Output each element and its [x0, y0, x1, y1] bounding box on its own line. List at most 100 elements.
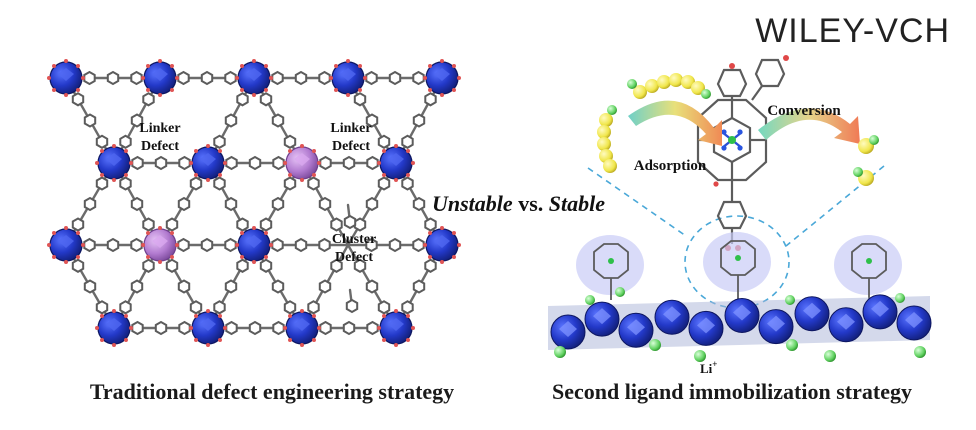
zr-cluster: [377, 309, 415, 347]
linker-ring: [401, 134, 414, 149]
linker-ring: [224, 113, 238, 128]
linker-ring: [83, 237, 96, 253]
linker-ring: [130, 113, 144, 128]
lithium-ion-label: Li+: [700, 359, 717, 376]
linker-ring: [83, 113, 97, 128]
linker-ring: [131, 320, 144, 336]
zr-cluster: [235, 59, 273, 97]
linker-ring: [412, 113, 426, 128]
linker-ring: [412, 70, 425, 86]
linker-ring: [283, 300, 297, 315]
zr-cluster: [377, 144, 415, 182]
zr-cluster: [423, 226, 461, 264]
zr-cluster: [47, 226, 85, 264]
linker-ring: [272, 320, 285, 336]
zr-cluster: [47, 59, 85, 97]
conversion-arrow: [758, 108, 860, 144]
linker-ring: [165, 217, 179, 232]
porphyrin-ligand: [696, 55, 789, 251]
linker-ring: [154, 155, 168, 171]
linker-ring: [224, 196, 238, 212]
linker-defect-label-1b: Defect: [141, 139, 179, 154]
linker-ring: [119, 176, 132, 191]
linker-ring: [225, 320, 238, 336]
polysulfide-chain-vertical: [597, 105, 617, 173]
linker-ring: [178, 155, 191, 171]
zr-cluster: [95, 144, 133, 182]
linker-ring: [224, 237, 237, 253]
zr-cluster: [423, 59, 461, 97]
linker-ring: [224, 279, 238, 294]
linker-ring: [353, 92, 367, 107]
short-sulfide-products: [853, 135, 879, 186]
publisher-logo: WILEY-VCH: [755, 12, 950, 51]
linker-ring: [330, 217, 343, 232]
linker-ring: [142, 217, 155, 232]
linker-ring: [318, 237, 331, 253]
linker-ring: [366, 155, 379, 171]
right-caption: Second ligand immobilization strategy: [552, 379, 912, 404]
linker-ring: [283, 176, 297, 191]
linker-ring: [388, 70, 402, 86]
linker-ring: [213, 134, 226, 149]
zr-cluster: [141, 59, 179, 97]
lithium-symbol: Li: [700, 361, 713, 376]
defect-cluster: [283, 144, 321, 182]
linker-ring: [283, 134, 297, 149]
linker-ring: [106, 70, 120, 86]
linker-ring: [177, 279, 191, 294]
linker-ring: [365, 70, 378, 86]
linker-ring: [365, 279, 379, 294]
linker-ring: [365, 113, 379, 128]
linker-bonds: [64, 76, 444, 330]
linker-ring: [401, 176, 414, 191]
linker-ring: [365, 237, 378, 253]
zr-cluster: [283, 309, 321, 347]
linker-ring: [424, 217, 437, 232]
linker-ring: [318, 196, 332, 212]
linker-ring: [224, 70, 237, 86]
linker-ring: [236, 258, 249, 273]
linker-ring: [307, 176, 320, 191]
linker-ring: [236, 217, 249, 232]
linker-ring: [294, 237, 308, 253]
linker-ring: [225, 155, 238, 171]
linker-ring: [213, 176, 226, 191]
linker-ring: [365, 196, 379, 212]
linker-ring: [130, 196, 144, 212]
immobilized-ligand-3: [834, 235, 902, 300]
linker-ring: [319, 320, 332, 336]
linker-ring: [83, 196, 97, 212]
linker-ring: [119, 134, 132, 149]
linker-ring: [95, 176, 109, 191]
linker-ring: [71, 258, 85, 273]
lithium-charge: +: [712, 359, 717, 369]
cluster-defect-label: Cluster: [332, 232, 376, 247]
linker-ring: [130, 237, 143, 253]
linker-ring: [318, 70, 331, 86]
linker-ring: [424, 258, 437, 273]
linker-ring: [119, 300, 132, 315]
linker-ring: [236, 92, 249, 107]
linker-nodes: [71, 70, 437, 336]
linker-ring: [259, 217, 273, 232]
unstable-text: Unstable: [432, 191, 513, 216]
linker-ring: [271, 279, 285, 294]
linker-ring: [318, 279, 332, 294]
linker-ring: [165, 258, 179, 273]
linker-ring: [131, 155, 144, 171]
vs-text: vs.: [513, 191, 549, 216]
linker-ring: [189, 300, 203, 315]
mof-slab: Li+: [548, 287, 932, 376]
linker-ring: [271, 196, 285, 212]
linker-ring: [342, 320, 356, 336]
linker-ring: [424, 92, 437, 107]
adsorption-label: Adsorption: [634, 158, 707, 174]
linker-defect-label-2b: Defect: [332, 139, 370, 154]
stability-comparison: Unstable vs. Stable: [432, 191, 605, 216]
linker-ring: [213, 300, 226, 315]
linker-ring: [95, 300, 109, 315]
publisher-logo-text: WILEY-VCH: [755, 12, 950, 50]
linker-ring: [177, 237, 190, 253]
